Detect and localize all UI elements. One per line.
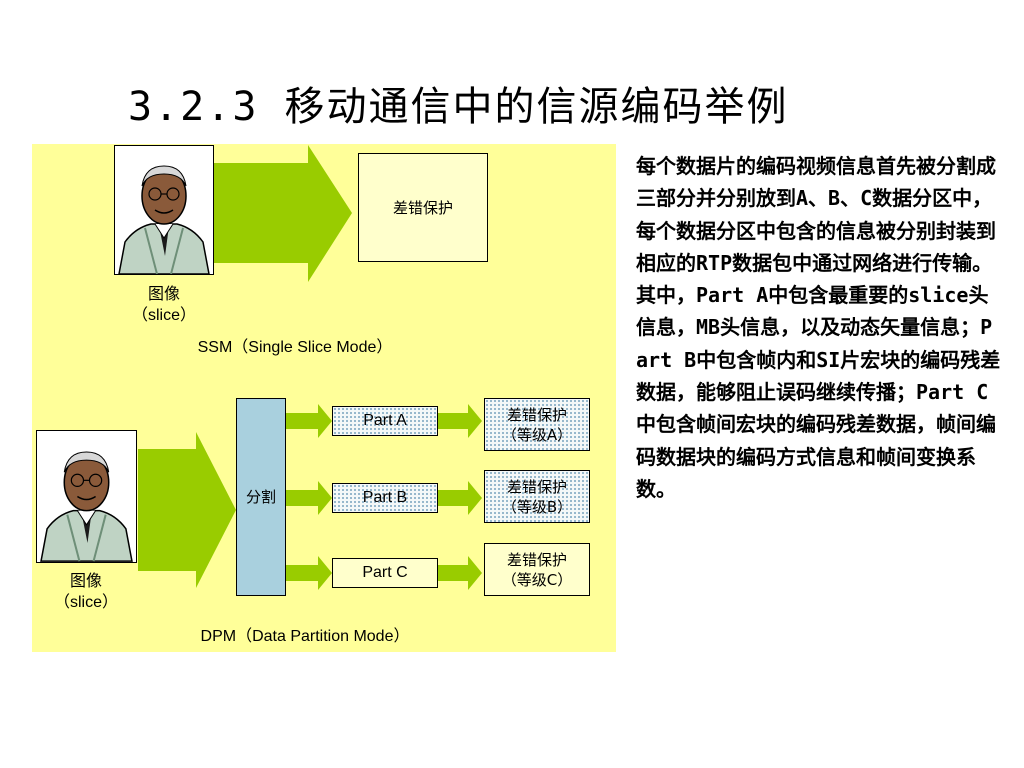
person-icon	[118, 165, 210, 275]
part-c-label: Part C	[362, 564, 408, 581]
protect-b-line1: 差错保护	[506, 477, 567, 496]
dpm-slice-label: （slice）	[53, 594, 118, 611]
protect-a-line1: 差错保护	[506, 405, 567, 424]
ssm-mode-label: SSM（Single Slice Mode）	[197, 339, 393, 356]
explanation-text: 每个数据片的编码视频信息首先被分割成三部分并分别放到A、B、C数据分区中，每个数…	[636, 154, 1001, 501]
dpm-image-caption: 图像 （slice）	[26, 571, 146, 613]
dpm-image-label: 图像	[69, 573, 102, 590]
ssm-image-label: 图像	[147, 286, 180, 303]
person-icon	[40, 451, 133, 562]
part-b-label: Part B	[362, 489, 408, 506]
ssm-protect-box: 差错保护	[358, 153, 488, 262]
page-title: 3.2.3 移动通信中的信源编码举例	[128, 84, 789, 130]
protect-level-a-box: 差错保护 （等级A）	[484, 398, 590, 451]
protect-level-c-box: 差错保护 （等级C）	[484, 543, 590, 596]
part-a-out-arrow	[438, 404, 482, 438]
ssm-protect-label: 差错保护	[392, 198, 453, 217]
part-a-in-arrow	[286, 404, 332, 438]
split-box: 分割	[236, 398, 286, 596]
part-b-in-arrow	[286, 481, 332, 515]
part-b-box: Part B	[332, 483, 438, 513]
protect-c-line2: （等级C）	[501, 570, 573, 589]
part-a-label: Part A	[363, 412, 407, 429]
ssm-person-image	[114, 145, 214, 275]
protect-level-b-box: 差错保护 （等级B）	[484, 470, 590, 523]
dpm-mode-label: DPM（Data Partition Mode）	[200, 628, 410, 645]
ssm-image-caption: 图像 （slice）	[104, 284, 224, 326]
protect-c-line1: 差错保护	[506, 550, 567, 569]
ssm-slice-label: （slice）	[131, 307, 196, 324]
protect-a-line2: （等级A）	[501, 425, 573, 444]
part-a-box: Part A	[332, 406, 438, 436]
dpm-big-arrow	[138, 432, 236, 588]
protect-b-line2: （等级B）	[501, 497, 573, 516]
part-b-out-arrow	[438, 481, 482, 515]
part-c-out-arrow	[438, 556, 482, 590]
part-c-box: Part C	[332, 558, 438, 588]
split-label: 分割	[245, 488, 276, 506]
part-c-in-arrow	[286, 556, 332, 590]
ssm-big-arrow	[214, 145, 352, 282]
dpm-person-image	[36, 430, 137, 563]
